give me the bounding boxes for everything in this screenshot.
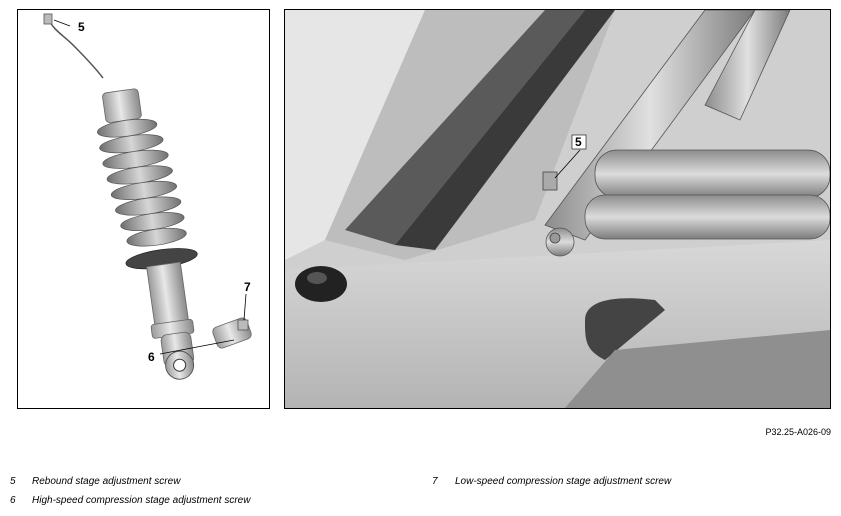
callout-6: 6 <box>148 350 155 364</box>
installed-view-drawing <box>285 10 830 408</box>
legend-number: 6 <box>10 495 16 506</box>
figure-reference-code: P32.25-A026-09 <box>765 427 831 437</box>
legend-text: High-speed compression stage adjustment … <box>32 495 251 506</box>
legend-number: 7 <box>432 476 438 487</box>
shock-absorber-drawing <box>43 13 252 380</box>
legend-number: 5 <box>10 476 16 487</box>
callout-5: 5 <box>78 20 85 34</box>
legend-text: Rebound stage adjustment screw <box>32 476 181 487</box>
callout-7: 7 <box>244 280 251 294</box>
installed-view-illustration: 5 <box>284 9 831 409</box>
shock-absorber-illustration: 5 7 6 <box>17 9 270 409</box>
callout-5-installed: 5 <box>575 135 582 149</box>
legend-text: Low-speed compression stage adjustment s… <box>455 476 672 487</box>
